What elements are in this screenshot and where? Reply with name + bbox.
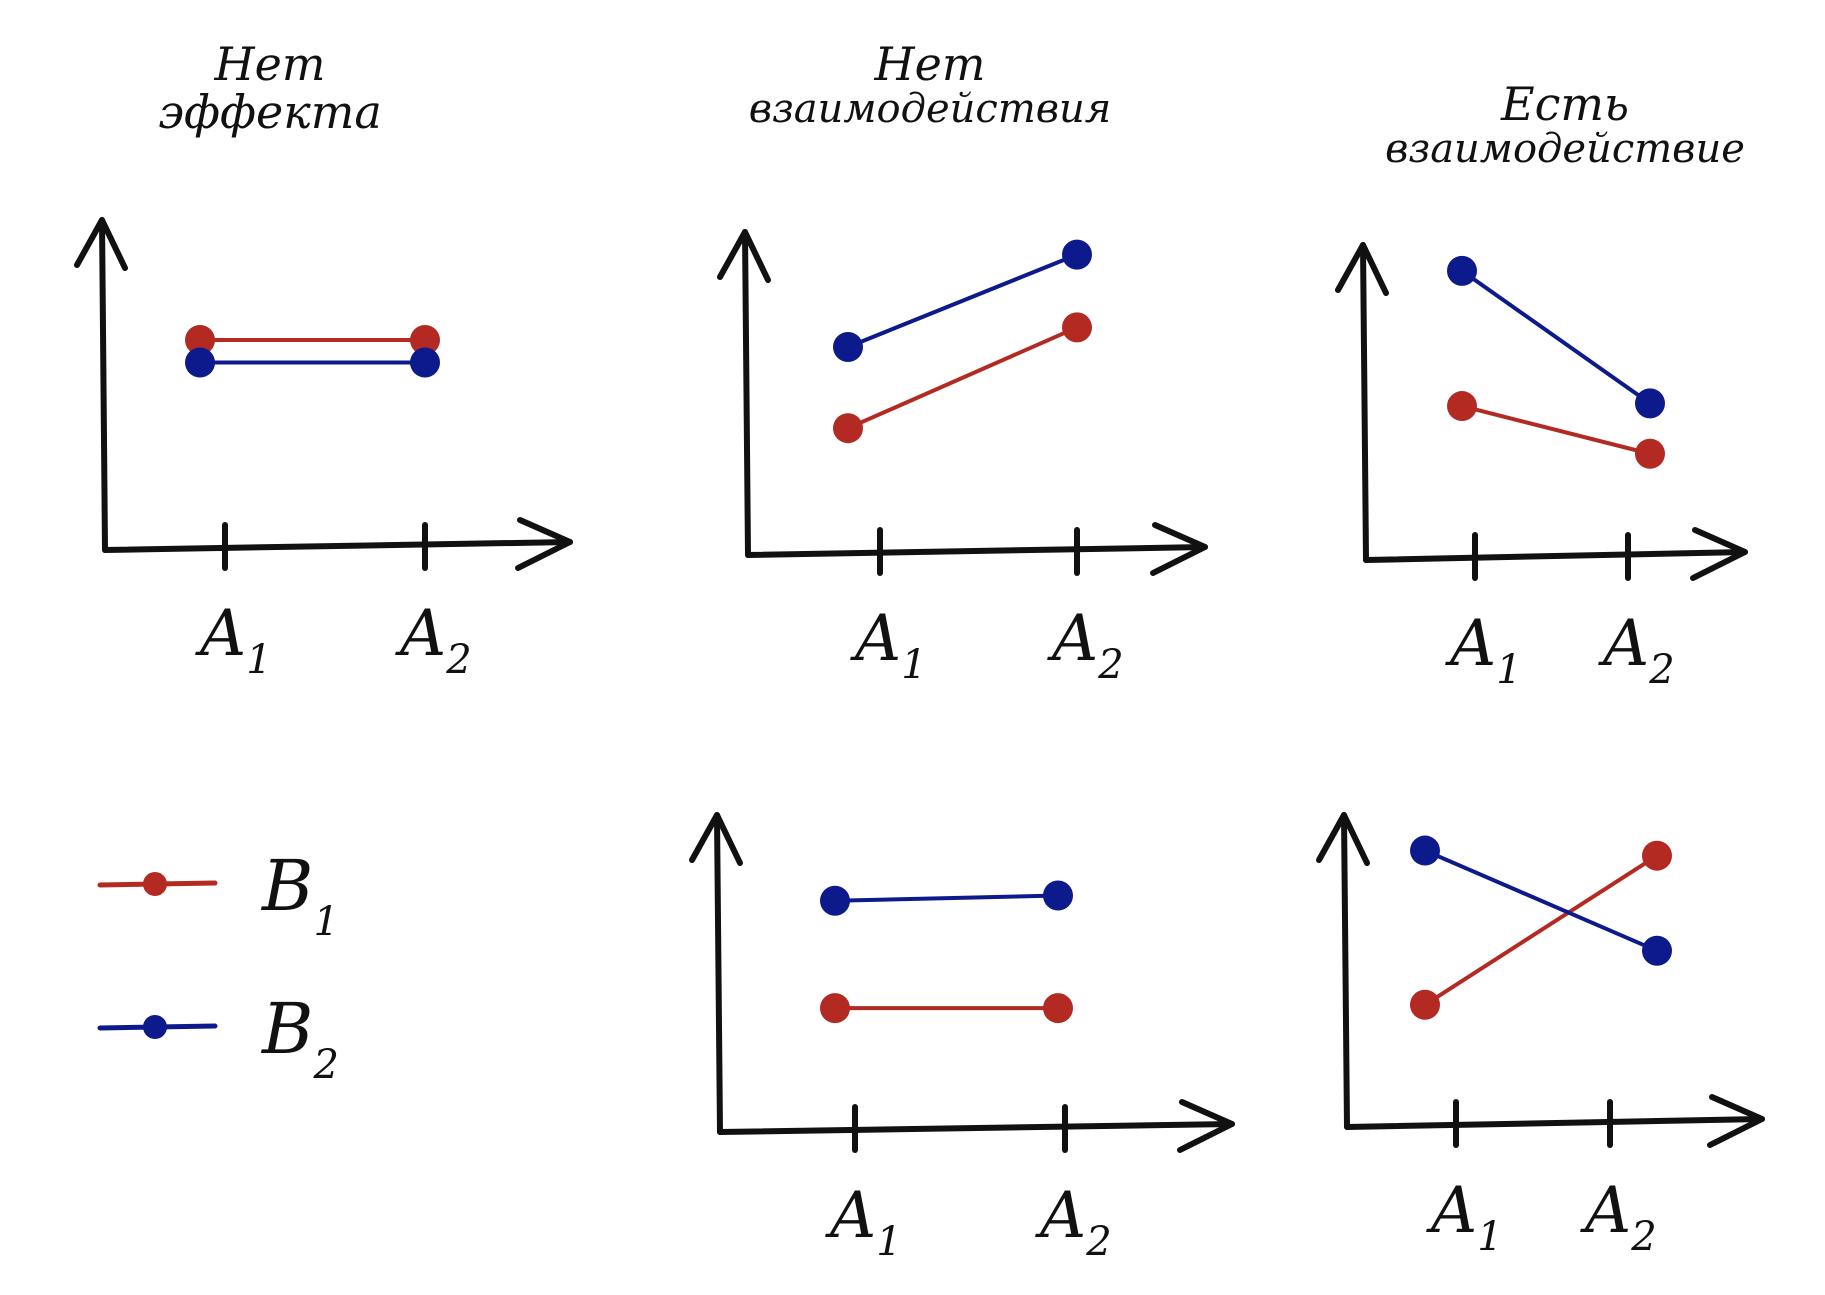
y-axis [1341, 812, 1350, 1130]
chart-interaction-bottom: A1 A2 [1316, 812, 1765, 1260]
data-point-B1 [410, 325, 440, 355]
data-point-B1 [185, 325, 215, 355]
y-axis-arrow [689, 812, 743, 866]
chart-no-effect: A1 A2 [74, 217, 573, 683]
data-point-B2 [1062, 239, 1092, 270]
x-tick-label-sub: 2 [1648, 647, 1674, 693]
x-tick-label: A2 [395, 597, 472, 683]
y-axis [742, 229, 751, 558]
data-point-B2 [1043, 880, 1073, 911]
data-point-B1 [1635, 438, 1665, 469]
series-line-B2 [1423, 848, 1659, 953]
x-axis [717, 1121, 1235, 1135]
x-tick-label-sub: 1 [1477, 1214, 1502, 1260]
series-line-B1 [1423, 853, 1659, 1007]
x-axis-arrow [1690, 527, 1748, 581]
data-point-B2 [1447, 255, 1477, 286]
title-no-effect-line2: эффекта [158, 85, 382, 140]
x-tick-label: A1 [195, 597, 272, 683]
data-point-B2 [185, 347, 215, 378]
data-point-B2 [410, 347, 440, 378]
y-axis [99, 217, 108, 553]
legend-label-B1: B1 [260, 845, 339, 945]
legend-swatch-dot-B1 [143, 872, 167, 896]
x-axis [1363, 549, 1748, 563]
y-axis [714, 812, 723, 1135]
data-point-B1 [1062, 312, 1092, 343]
series-line-B1 [846, 325, 1079, 431]
x-tick-label: A1 [825, 1179, 902, 1265]
x-tick-label: A1 [1445, 607, 1522, 693]
series-line-B2 [833, 893, 1060, 903]
y-axis [1360, 242, 1369, 563]
title-interaction-line1: Есть [1500, 77, 1629, 131]
legend-label-sub: 1 [313, 899, 338, 945]
legend-label-B2: B2 [260, 988, 339, 1088]
series-line-B2 [846, 252, 1079, 349]
data-point-B1 [1410, 989, 1440, 1020]
title-no-interaction: Нет взаимодействия [700, 37, 1160, 133]
x-axis [1344, 1116, 1765, 1130]
data-point-B1 [833, 413, 863, 444]
x-tick-label-sub: 2 [1085, 1219, 1111, 1265]
data-point-B2 [1635, 388, 1665, 419]
series-line-B1 [1460, 404, 1652, 456]
x-tick-label: A1 [850, 602, 927, 688]
x-tick-label-sub: 2 [445, 637, 471, 683]
x-tick-label: A1 [1426, 1174, 1503, 1260]
x-tick-label-sub: 1 [246, 637, 271, 683]
data-point-B1 [1447, 391, 1477, 422]
data-point-B2 [1642, 935, 1672, 966]
x-tick-label: A2 [1035, 1179, 1112, 1265]
x-tick-label: A2 [1047, 602, 1124, 688]
x-axis [102, 539, 573, 553]
x-tick-label-sub: 2 [1630, 1214, 1656, 1260]
y-axis-arrow [1335, 242, 1389, 296]
x-axis-arrow [1177, 1099, 1235, 1153]
y-axis-arrow [717, 229, 771, 283]
y-axis-arrow [74, 217, 128, 271]
data-point-B1 [820, 993, 850, 1024]
y-axis-arrow [1316, 812, 1370, 866]
chart-interaction-top: A1 A2 [1335, 242, 1748, 693]
chart-no-interaction-bottom: A1 A2 [689, 812, 1235, 1265]
title-no-interaction-line2: взаимодействия [748, 86, 1112, 133]
x-axis [745, 544, 1208, 558]
x-tick-label-sub: 1 [901, 642, 926, 688]
x-tick-label-sub: 2 [1097, 642, 1123, 688]
legend-label-sub: 2 [312, 1042, 338, 1088]
x-tick-label-sub: 1 [876, 1219, 901, 1265]
title-no-interaction-line1: Нет [874, 37, 986, 91]
title-interaction-line2: взаимодействие [1385, 126, 1745, 173]
data-point-B1 [1043, 993, 1073, 1024]
x-tick-label: A2 [1598, 607, 1675, 693]
x-tick-label-sub: 1 [1496, 647, 1521, 693]
title-no-effect-line1: Нет [214, 37, 326, 91]
title-no-effect: Нет эффекта [120, 40, 420, 137]
data-point-B1 [1642, 840, 1672, 871]
data-point-B2 [820, 885, 850, 916]
title-interaction: Есть взаимодействие [1340, 77, 1790, 173]
x-axis-arrow [1150, 522, 1208, 576]
legend-swatch-dot-B2 [143, 1015, 167, 1039]
x-tick-label: A2 [1580, 1174, 1657, 1260]
chart-no-interaction-top: A1 A2 [717, 229, 1208, 688]
series-line-B2 [1460, 268, 1652, 406]
x-axis-arrow [515, 517, 573, 571]
data-point-B2 [833, 332, 863, 362]
data-point-B2 [1410, 835, 1440, 866]
x-axis-arrow [1707, 1094, 1765, 1148]
